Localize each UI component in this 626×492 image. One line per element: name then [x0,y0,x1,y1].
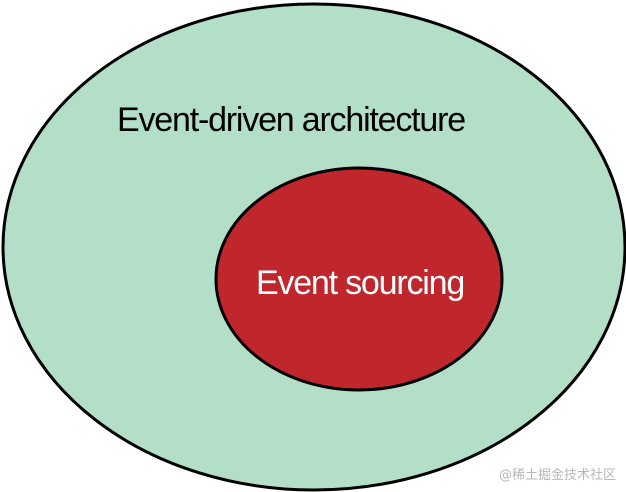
inner-label: Event sourcing [256,264,464,302]
outer-label: Event-driven architecture [117,101,465,139]
watermark: @稀土掘金技术社区 [498,468,616,483]
inner-ellipse-event-sourcing [214,166,504,392]
